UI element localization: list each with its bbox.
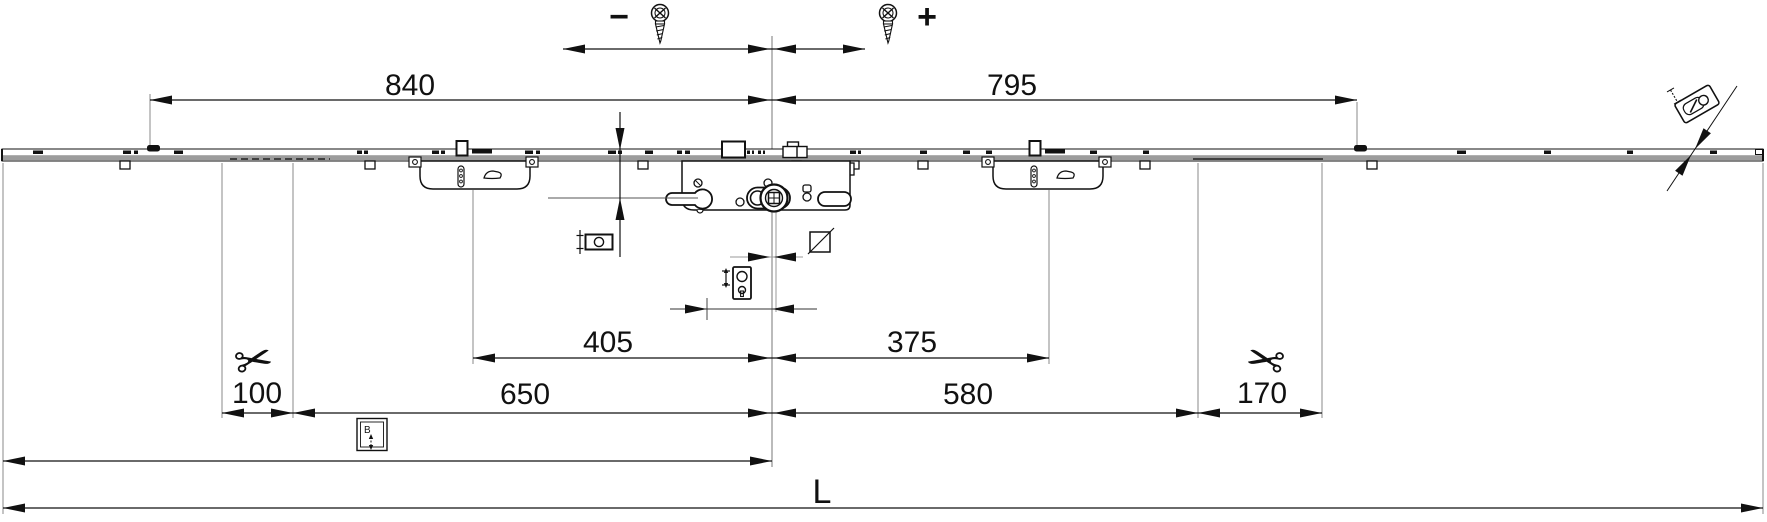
- lock-rail: [1, 145, 1764, 176]
- dim-405-label: 405: [583, 326, 633, 359]
- end-cap-icon: [1666, 84, 1720, 124]
- minus-label: −: [609, 0, 629, 36]
- hook-slot: [817, 191, 852, 207]
- dim-650-label: 650: [500, 378, 550, 411]
- dim-L-label: L: [813, 473, 832, 511]
- spindle-square-icon: [807, 227, 835, 255]
- centre-latch: [782, 141, 808, 159]
- dim-580-label: 580: [943, 378, 993, 411]
- dim-100-label: 100: [232, 377, 282, 410]
- mushroom-cam-right: [1354, 145, 1367, 152]
- plus-label: +: [917, 0, 937, 36]
- gearbox: [665, 140, 852, 214]
- extension-lines: [2, 36, 1764, 514]
- mushroom-cam-left: [147, 145, 160, 152]
- cylinder-keyhole: [665, 188, 713, 210]
- screw-left-icon: [650, 3, 670, 44]
- dim-795-label: 795: [987, 69, 1037, 102]
- top-cam: [721, 140, 746, 159]
- screw-right-icon: [878, 3, 898, 44]
- right-lock-point: [981, 140, 1112, 190]
- left-lock-point: [408, 140, 539, 190]
- dim-375-label: 375: [887, 326, 937, 359]
- handle-height-label: B: [364, 425, 371, 436]
- dimension-lines: [3, 48, 1763, 509]
- cylinder-side-icon: [576, 230, 614, 254]
- handle-height-icon: B: [356, 417, 388, 452]
- cylinder-front-icon: [722, 266, 752, 300]
- dim-840-label: 840: [385, 69, 435, 102]
- faceplate-slot-marks: [33, 150, 1717, 154]
- dimension-arrowheads: [3, 44, 1763, 513]
- dim-170-label: 170: [1237, 377, 1287, 410]
